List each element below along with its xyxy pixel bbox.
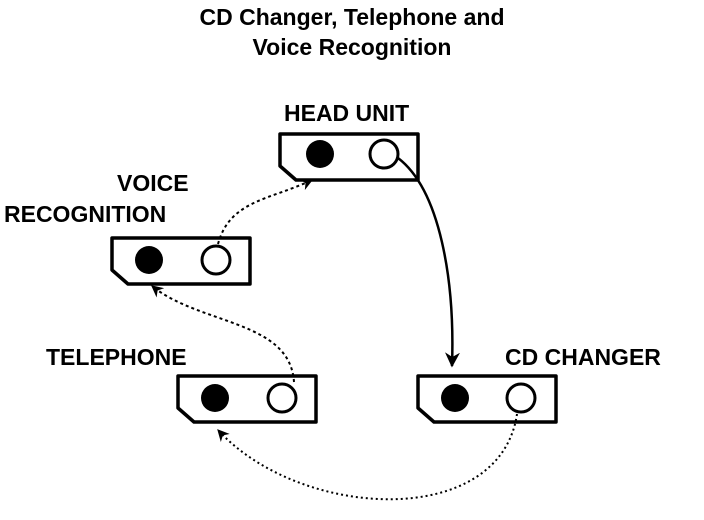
cd-changer-input-pin: [441, 384, 469, 412]
cd-changer-output-pin: [505, 382, 537, 414]
head-unit-output-pin: [368, 138, 400, 170]
telephone-input-pin: [201, 384, 229, 412]
arrow-telephone-to-voice-recognition: [151, 285, 295, 383]
voice-recognition-input-pin: [135, 246, 163, 274]
head-unit-module: [278, 132, 420, 182]
arrow-head-unit-to-cd-changer: [397, 157, 460, 368]
head-unit-input-pin: [306, 140, 334, 168]
arrow-cd-changer-to-telephone: [217, 413, 518, 501]
cd-changer-module: [416, 374, 558, 424]
telephone-label: TELEPHONE: [46, 344, 187, 370]
telephone-output-pin: [266, 382, 298, 414]
diagram-title-line-2: Voice Recognition: [252, 34, 452, 60]
cd-changer-label: CD CHANGER: [505, 344, 661, 370]
diagram-title-line-1: CD Changer, Telephone and: [199, 4, 505, 30]
voice-recognition-label-line-2: RECOGNITION: [4, 201, 167, 227]
voice-recognition-module: [110, 236, 252, 286]
voice-recognition-label-line-1: VOICE: [117, 170, 189, 196]
head-unit-label: HEAD UNIT: [284, 100, 410, 126]
arrow-voice-recognition-to-head-unit: [217, 179, 314, 245]
voice-recognition-output-pin: [200, 244, 232, 276]
telephone-module: [176, 374, 318, 424]
